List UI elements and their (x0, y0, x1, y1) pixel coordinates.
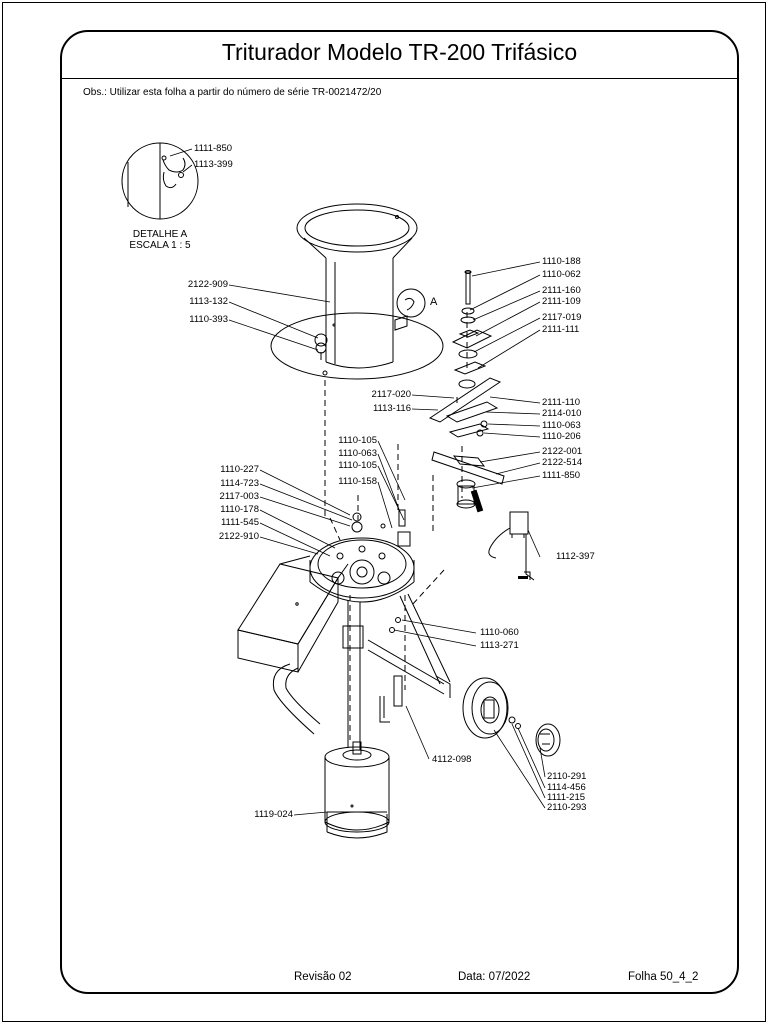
part-label: 1113-132 (189, 296, 228, 307)
part-label: 1114-723 (220, 478, 259, 489)
part-label: 2111-109 (542, 296, 581, 307)
part-label: 1113-399 (194, 159, 233, 170)
part-label: 1110-062 (542, 269, 581, 280)
support-frame (272, 593, 451, 750)
detail-a-marker (396, 288, 426, 318)
part-label: 2122-909 (187, 279, 228, 290)
detail-a-marker-letter: A (430, 296, 438, 308)
part-label: 1110-105 (338, 435, 377, 446)
detail-a-caption: DETALHE A ESCALA 1 : 5 (112, 229, 208, 251)
rotor-blade-stack (428, 270, 505, 509)
title-divider (61, 78, 738, 79)
part-label: 2111-111 (542, 324, 580, 335)
leader-lines (169, 148, 546, 816)
part-label: 1110-063 (542, 420, 581, 431)
part-label: 1111-545 (220, 517, 259, 528)
part-label: 2122-910 (218, 531, 259, 542)
part-label: 1111-850 (542, 470, 581, 481)
grinding-chamber (309, 509, 415, 603)
wheel-assembly (462, 677, 561, 757)
part-label: 1110-227 (220, 464, 259, 475)
sheet-number-label: Folha 50_4_2 (628, 971, 699, 983)
detail-a-title: DETALHE A (132, 229, 188, 240)
motor-cable-connector (488, 511, 535, 581)
detail-a-scale: ESCALA 1 : 5 (129, 240, 191, 251)
part-label: 2117-003 (219, 491, 259, 502)
part-label: 1110-206 (542, 431, 581, 442)
part-label: 1110-188 (542, 256, 581, 267)
part-label: 1119-024 (254, 809, 293, 820)
page-title: Triturador Modelo TR-200 Trifásico (221, 39, 578, 65)
part-label: 1112-397 (556, 551, 595, 562)
part-label: 1113-116 (372, 403, 411, 414)
part-label: 1111-215 (547, 792, 586, 803)
part-label: 2114-010 (542, 408, 582, 419)
part-label: 2122-514 (542, 457, 583, 468)
revision-label: Revisão 02 (294, 971, 352, 983)
part-label: 1110-063 (338, 448, 377, 459)
part-label: 1110-105 (338, 460, 377, 471)
part-label: 1110-158 (338, 476, 377, 487)
part-label: 2110-293 (547, 802, 587, 813)
part-label: 1111-850 (194, 143, 233, 154)
detail-a-view (121, 142, 199, 220)
part-label: 2111-160 (542, 285, 581, 296)
part-label: 2117-019 (542, 312, 582, 323)
part-label: 1110-060 (480, 627, 519, 638)
part-label: 4112-098 (432, 754, 472, 765)
part-label: 1113-271 (480, 640, 519, 651)
part-label: 2110-291 (547, 771, 587, 782)
part-label: 1110-393 (189, 314, 228, 325)
motor-body (324, 741, 390, 839)
observation-note: Obs.: Utilizar esta folha a partir do nú… (83, 87, 382, 98)
alignment-lines (324, 312, 468, 740)
title-block-frame (60, 30, 739, 994)
part-label: 1114-456 (547, 782, 586, 793)
date-label: Data: 07/2022 (458, 971, 531, 983)
part-label: 2122-001 (542, 446, 583, 457)
part-label: 2111-110 (542, 397, 581, 408)
part-label: 1110-178 (220, 504, 259, 515)
part-label: 2117-020 (371, 389, 411, 400)
discharge-chute (237, 555, 349, 673)
hopper-assembly (270, 203, 444, 380)
